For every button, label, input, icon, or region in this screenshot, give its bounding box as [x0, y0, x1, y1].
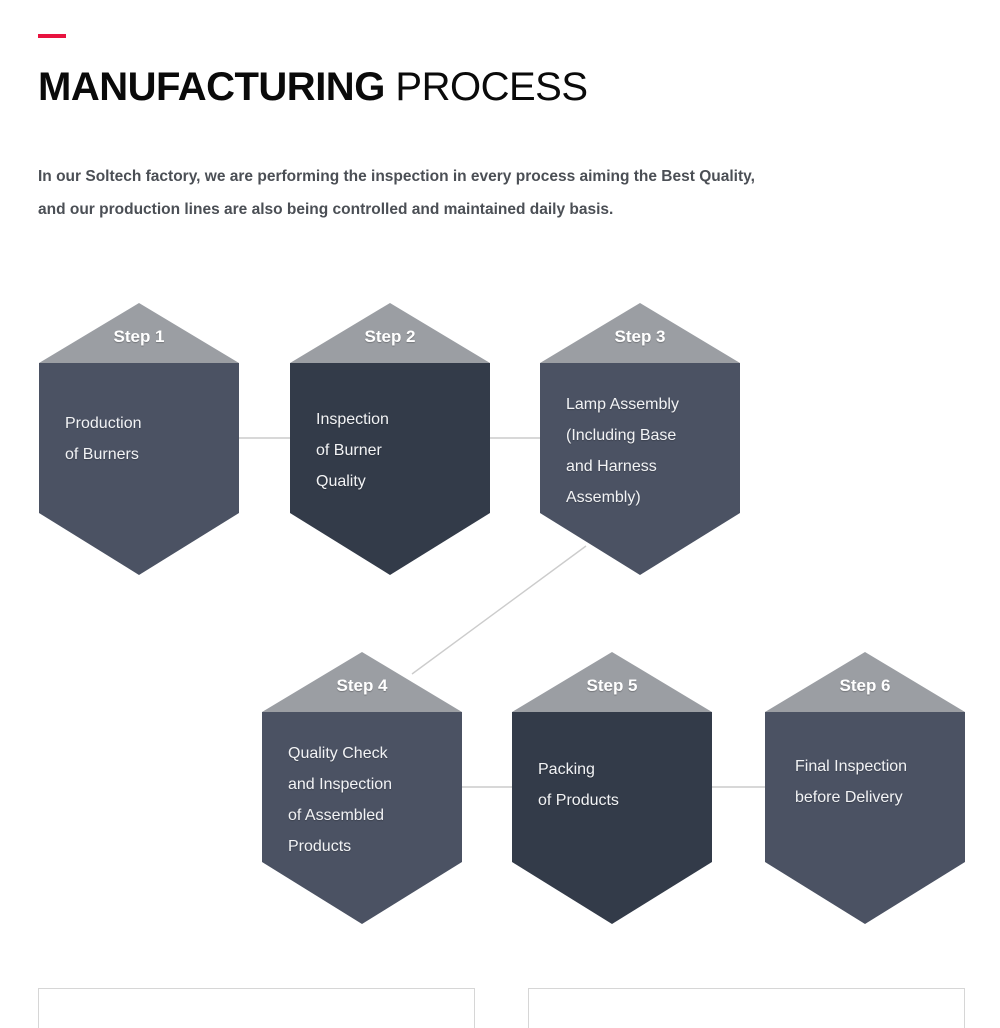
- step-body-4-line-4: Products: [288, 838, 352, 855]
- step-body-4-line-1: Quality Check: [288, 745, 388, 762]
- step-body-3-line-1: Lamp Assembly: [566, 396, 679, 413]
- page-title-light: PROCESS: [384, 64, 588, 109]
- step-body-3: Lamp Assembly (Including Base and Harnes…: [566, 389, 732, 513]
- bottom-card-right[interactable]: [528, 988, 965, 1028]
- step-body-5-line-1: Packing: [538, 761, 595, 778]
- page-title-strong: MANUFACTURING: [38, 64, 385, 109]
- step-body-6-line-1: Final Inspection: [795, 758, 908, 775]
- step-body-4: Quality Check and Inspection of Assemble…: [288, 738, 454, 862]
- step-body-4-line-2: and Inspection: [288, 776, 393, 793]
- step-body-2-line-1: Inspection: [316, 411, 389, 428]
- intro-line-2: and our production lines are also being …: [38, 201, 614, 218]
- step-body-6-line-2: before Delivery: [795, 789, 903, 806]
- intro-line-1: In our Soltech factory, we are performin…: [38, 168, 755, 185]
- step-label-2: Step 2: [364, 327, 416, 346]
- step-body-3-line-2: (Including Base: [566, 427, 677, 444]
- hexagon-shape-6: [765, 652, 965, 924]
- step-body-2-line-2: of Burner: [316, 442, 382, 459]
- accent-bar: [38, 34, 66, 38]
- step-body-2-line-3: Quality: [316, 473, 366, 490]
- hexagon-shape-2: [290, 303, 490, 575]
- step-label-4: Step 4: [336, 676, 388, 695]
- step-label-3: Step 3: [614, 327, 666, 346]
- hexagon-shape-4: [262, 652, 462, 924]
- step-body-1-line-2: of Burners: [65, 446, 139, 463]
- step-body-5-line-2: of Products: [538, 792, 619, 809]
- step-body-2: Inspection of Burner Quality: [316, 404, 482, 497]
- page-title: MANUFACTURING PROCESS: [38, 65, 938, 109]
- hexagon-shape-1: [39, 303, 239, 575]
- step-label-6: Step 6: [839, 676, 891, 695]
- step-body-5: Packing of Products: [538, 754, 704, 816]
- hexagon-shape-3: [540, 303, 740, 575]
- step-body-6: Final Inspection before Delivery: [795, 751, 957, 813]
- step-body-3-line-3: and Harness: [566, 458, 657, 475]
- bottom-card-left[interactable]: [38, 988, 475, 1028]
- step-body-3-line-4: Assembly): [566, 489, 641, 506]
- page-header: MANUFACTURING PROCESS: [38, 34, 938, 136]
- step-body-1: Production of Burners: [65, 408, 231, 470]
- step-body-1-line-1: Production: [65, 415, 142, 432]
- step-label-1: Step 1: [113, 327, 165, 346]
- hexagon-shape-5: [512, 652, 712, 924]
- intro-paragraph: In our Soltech factory, we are performin…: [38, 160, 878, 226]
- step-label-5: Step 5: [586, 676, 638, 695]
- step-body-4-line-3: of Assembled: [288, 807, 385, 824]
- process-flow-diagram: Step 1 Production of Burners Step 2 Insp…: [39, 303, 965, 924]
